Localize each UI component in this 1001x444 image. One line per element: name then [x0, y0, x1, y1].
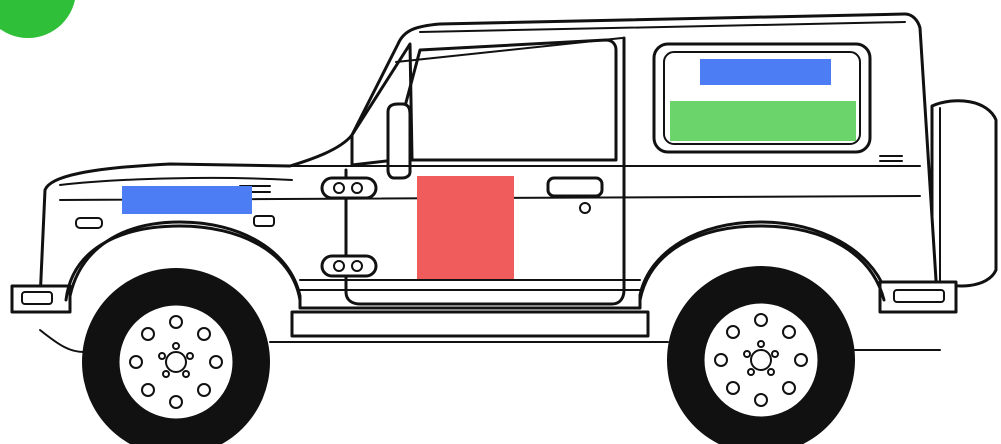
door-handle-upper	[322, 178, 376, 198]
rear-window-lower-zone	[670, 101, 856, 141]
front-wheel	[82, 268, 270, 444]
door-handle-lower	[322, 256, 376, 276]
rear-wheel	[667, 266, 855, 444]
door-zone	[417, 176, 514, 279]
rear-window-upper-zone	[700, 59, 831, 85]
door-pull-handle	[548, 178, 602, 196]
green-circle-badge-icon	[0, 0, 76, 38]
spare-tire	[932, 101, 996, 286]
front-bumper	[12, 286, 70, 312]
hood-zone	[122, 186, 252, 214]
rocker-panel	[292, 312, 648, 336]
